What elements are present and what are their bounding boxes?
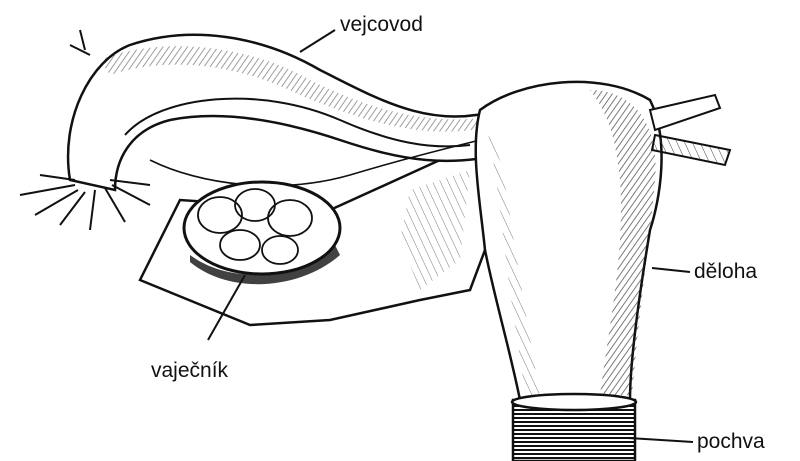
leader-deloha [652, 268, 690, 272]
label-deloha: děloha [694, 261, 757, 282]
leader-pochva [628, 438, 693, 442]
cervix-rim [512, 394, 636, 410]
label-vejcovod: vejcovod [340, 14, 423, 35]
label-vajecnik: vaječník [151, 360, 228, 381]
leader-vejcovod [300, 30, 335, 52]
label-pochva: pochva [697, 431, 765, 452]
right-ligament-stub [652, 135, 730, 165]
right-tube-stub [650, 95, 720, 130]
